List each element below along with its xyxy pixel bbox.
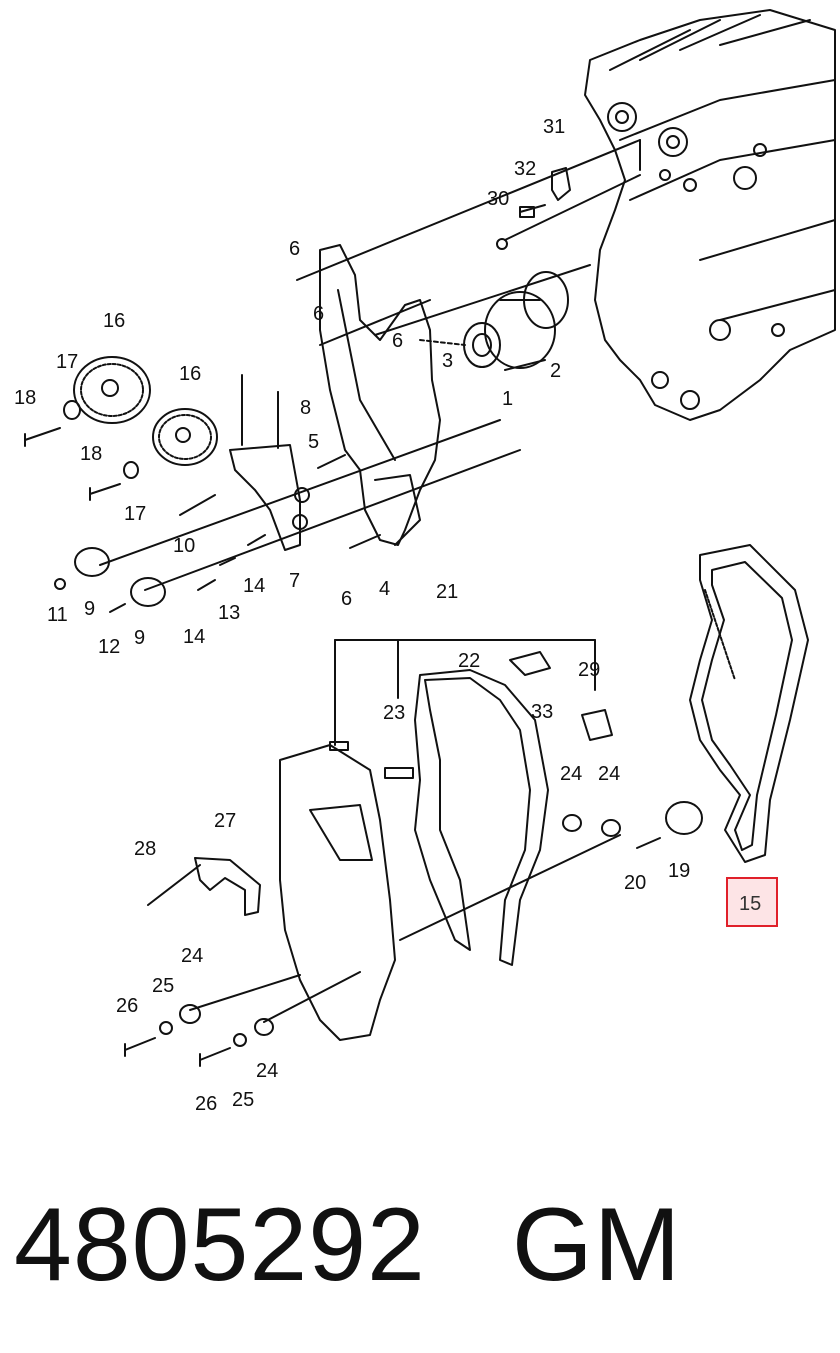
washer-17a <box>63 400 81 420</box>
cam-sprocket-b <box>152 408 218 466</box>
bolt-14b <box>197 579 216 591</box>
callout-14: 14 <box>183 626 205 648</box>
callout-27: 27 <box>214 810 236 832</box>
idler-pulley-9a <box>74 547 110 577</box>
engine-block <box>584 9 836 421</box>
bolt-18b <box>89 483 121 501</box>
callout-22: 22 <box>458 650 480 672</box>
callout-6: 6 <box>392 330 403 352</box>
callout-17: 17 <box>124 503 146 525</box>
callout-6: 6 <box>341 588 352 610</box>
callout-labels: 31 32 30 6 6 6 6 3 2 1 16 16 17 17 18 18… <box>14 116 761 1115</box>
callout-9: 9 <box>134 627 145 649</box>
bolt-20 <box>636 837 661 849</box>
nut-11 <box>54 578 66 590</box>
callout-16: 16 <box>179 363 201 385</box>
clip-29 <box>581 709 613 741</box>
part-number: 4805292 <box>14 1187 426 1303</box>
rear-timing-cover <box>319 244 441 546</box>
seal-23 <box>384 767 414 779</box>
callout-20: 20 <box>624 872 646 894</box>
callout-4: 4 <box>379 578 390 600</box>
callout-3: 3 <box>442 350 453 372</box>
callout-18: 18 <box>80 443 102 465</box>
bolt-28 <box>147 864 201 906</box>
bolt-14a <box>247 534 266 546</box>
idler-bracket <box>229 374 310 551</box>
callout-24: 24 <box>181 945 203 967</box>
callout-14: 14 <box>243 575 265 597</box>
group-bracket-21 <box>334 639 596 746</box>
callout-25: 25 <box>232 1089 254 1111</box>
bolt-18a <box>24 427 61 447</box>
idler-pulley-9b <box>130 577 166 607</box>
callout-17: 17 <box>56 351 78 373</box>
callout-24: 24 <box>560 763 582 785</box>
callout-10: 10 <box>173 535 195 557</box>
callout-1: 1 <box>502 388 513 410</box>
spacer-24b <box>601 819 621 837</box>
callout-13: 13 <box>218 602 240 624</box>
callout-26: 26 <box>116 995 138 1017</box>
callout-23: 23 <box>383 702 405 724</box>
callout-11: 11 <box>47 604 68 626</box>
callout-7: 7 <box>289 570 300 592</box>
stud-10 <box>179 494 216 516</box>
callout-28: 28 <box>134 838 156 860</box>
lower-hardware <box>124 971 361 1067</box>
callout-19: 19 <box>668 860 690 882</box>
cover-seal-22 <box>414 669 549 966</box>
callout-12: 12 <box>98 636 120 658</box>
callout-26: 26 <box>195 1093 217 1115</box>
highlight-box <box>726 877 778 927</box>
footer-caption: 4805292 GM <box>14 1180 681 1310</box>
callout-25: 25 <box>152 975 174 997</box>
callout-31: 31 <box>543 116 565 138</box>
pump-gasket <box>523 271 569 329</box>
callout-18: 18 <box>14 387 36 409</box>
callout-5: 5 <box>308 431 319 453</box>
callout-24: 24 <box>256 1060 278 1082</box>
tensioner-19 <box>665 801 703 835</box>
callout-6: 6 <box>289 238 300 260</box>
spacer-24a <box>562 814 582 832</box>
timing-belt-15 <box>689 544 809 863</box>
callout-29: 29 <box>578 659 600 681</box>
callout-9: 9 <box>84 598 95 620</box>
cam-sprocket-a <box>73 356 151 424</box>
callout-32: 32 <box>514 158 536 180</box>
water-pump <box>419 291 556 371</box>
clip-33 <box>509 651 551 676</box>
callout-24: 24 <box>598 763 620 785</box>
sensor-assembly <box>496 139 641 250</box>
callout-2: 2 <box>550 360 561 382</box>
callout-16: 16 <box>103 310 125 332</box>
bolt-12 <box>109 603 126 613</box>
callout-6: 6 <box>313 303 324 325</box>
bolt-13 <box>219 557 236 566</box>
gasket-27 <box>194 857 261 916</box>
callout-30: 30 <box>487 188 509 210</box>
callout-8: 8 <box>300 397 311 419</box>
callout-15-highlighted: 15 <box>739 893 761 915</box>
washer-17b <box>123 461 139 479</box>
front-timing-cover <box>279 741 396 1041</box>
brand-name: GM <box>511 1187 682 1303</box>
leader-lines-upper <box>99 139 641 591</box>
callout-33: 33 <box>531 701 553 723</box>
callout-21: 21 <box>436 581 458 603</box>
